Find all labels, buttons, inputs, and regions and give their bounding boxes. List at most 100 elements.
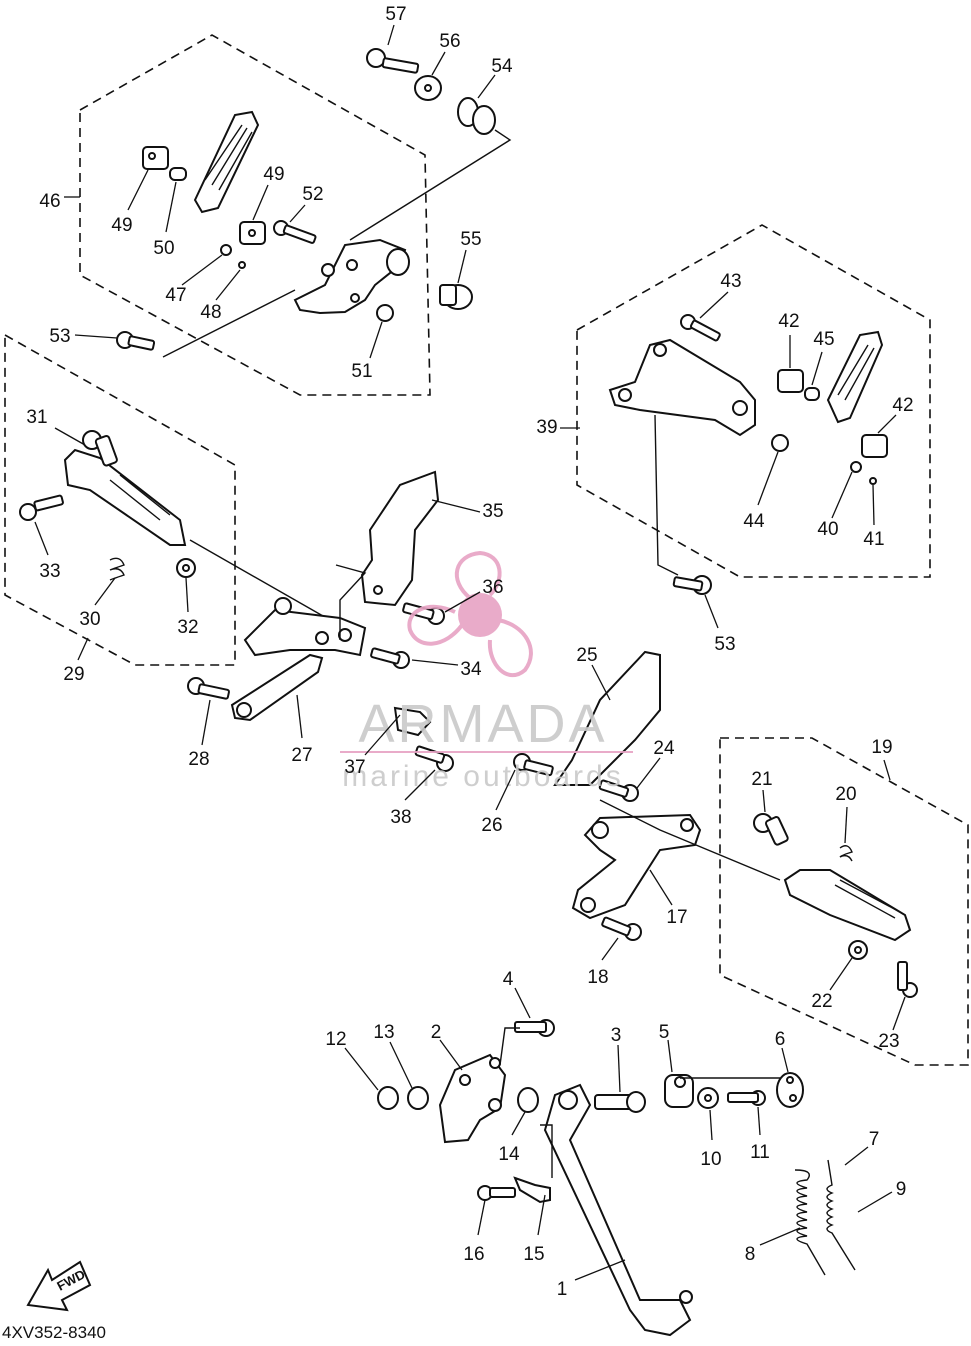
leader-line-18: [601, 937, 619, 961]
assembly-line-17: [599, 799, 781, 881]
bolt-16: [477, 1185, 516, 1201]
pin-31: [82, 430, 118, 467]
heel-guard-35: [360, 470, 440, 607]
footrest-bracket-17: [571, 813, 702, 920]
footrest-peg-29: [63, 448, 187, 546]
callout-37: 37: [344, 757, 365, 778]
leader-line-41: [872, 484, 875, 526]
callout-48: 48: [200, 302, 221, 323]
bolt-18: [601, 916, 642, 941]
spring-washer-40: [850, 461, 862, 473]
bolt-3: [594, 1091, 646, 1113]
leader-line-37: [364, 714, 401, 756]
leader-line-33: [34, 521, 49, 556]
leader-line-56: [431, 51, 446, 76]
callout-28: 28: [188, 749, 209, 770]
assembly-line-29: [189, 539, 331, 621]
bolt-53-upper: [116, 331, 156, 351]
fwd-arrow-icon: FWD: [26, 1260, 92, 1312]
assembly-line-2: [499, 1027, 520, 1066]
damper-54: [457, 97, 496, 135]
leader-line-1: [574, 1259, 626, 1281]
leader-line-52: [289, 204, 306, 223]
nut-12: [377, 1086, 399, 1110]
callout-2: 2: [431, 1022, 442, 1043]
callout-45: 45: [813, 329, 834, 350]
washer-22: [848, 940, 868, 960]
leader-line-36: [444, 591, 481, 613]
leader-line-13: [389, 1041, 413, 1089]
leader-line-27: [296, 694, 303, 739]
leader-line-26: [495, 769, 516, 811]
spring-7-9: [826, 1159, 856, 1271]
callout-14: 14: [498, 1144, 520, 1165]
footrest-bracket-right-upper: [608, 338, 756, 437]
callout-8: 8: [745, 1244, 756, 1265]
peg-plate-42b: [861, 434, 888, 458]
spring-30: [109, 557, 125, 581]
switch-plate-5: [664, 1074, 694, 1108]
callout-27: 27: [291, 745, 312, 766]
bolt-34: [370, 647, 410, 669]
bolt-38: [414, 745, 454, 772]
callout-23: 23: [878, 1031, 899, 1052]
leader-line-16: [477, 1199, 486, 1236]
footrest-bracket-27: [230, 597, 367, 722]
leader-line-40: [831, 471, 853, 519]
callout-52: 52: [302, 184, 323, 205]
callout-33: 33: [39, 561, 60, 582]
clip-48: [238, 261, 246, 269]
watermark-brand-text: ARMADA: [358, 694, 607, 754]
spring-washer-47: [220, 244, 232, 256]
bolt-33: [19, 494, 64, 521]
callout-9: 9: [896, 1179, 907, 1200]
leader-line-20: [844, 806, 848, 844]
bolt-28: [187, 677, 230, 700]
bracket-15: [513, 1176, 551, 1204]
leader-line-54: [477, 74, 496, 99]
callout-53-2: 53: [714, 634, 735, 655]
leader-line-14: [511, 1111, 526, 1136]
callout-43: 43: [720, 271, 741, 292]
pin-21: [753, 813, 789, 846]
callout-35: 35: [482, 501, 503, 522]
bolt-24: [598, 779, 639, 802]
diagram-code: 4XV352-8340: [2, 1323, 106, 1341]
leader-line-3: [617, 1044, 621, 1093]
leader-line-24: [636, 757, 661, 789]
callout-34: 34: [460, 659, 482, 680]
callout-49-2: 49: [263, 164, 284, 185]
callout-1: 1: [557, 1279, 568, 1300]
callout-6: 6: [775, 1029, 786, 1050]
clip-37: [393, 706, 432, 737]
washer-56: [414, 75, 442, 101]
spring-20: [839, 845, 853, 862]
callout-31: 31: [26, 407, 47, 428]
leader-line-12: [344, 1047, 379, 1091]
collar-55: [439, 284, 473, 310]
leader-line-34: [411, 659, 459, 666]
leader-line-31: [54, 427, 86, 446]
assembly-line-35: [335, 564, 367, 640]
leader-line-55: [457, 249, 467, 284]
nut-44: [771, 434, 789, 452]
assembly-outline-39: [576, 224, 931, 578]
leader-line-11: [757, 1106, 761, 1136]
leader-line-15: [537, 1194, 546, 1236]
callout-42-2: 42: [892, 395, 913, 416]
callout-26: 26: [481, 815, 502, 836]
leader-line-47: [181, 254, 223, 286]
callout-21: 21: [751, 769, 772, 790]
spring-8: [794, 1169, 826, 1276]
watermark-tagline-text: marine outboards: [342, 760, 623, 793]
callout-13: 13: [373, 1022, 394, 1043]
leader-line-2: [439, 1039, 463, 1071]
washer-32: [176, 558, 196, 578]
callout-36: 36: [482, 577, 503, 598]
leader-line-21: [762, 789, 766, 813]
leader-line-5: [667, 1039, 673, 1073]
leader-line-28: [201, 699, 211, 746]
callout-53: 53: [49, 326, 70, 347]
assembly-line-46: [162, 289, 296, 358]
